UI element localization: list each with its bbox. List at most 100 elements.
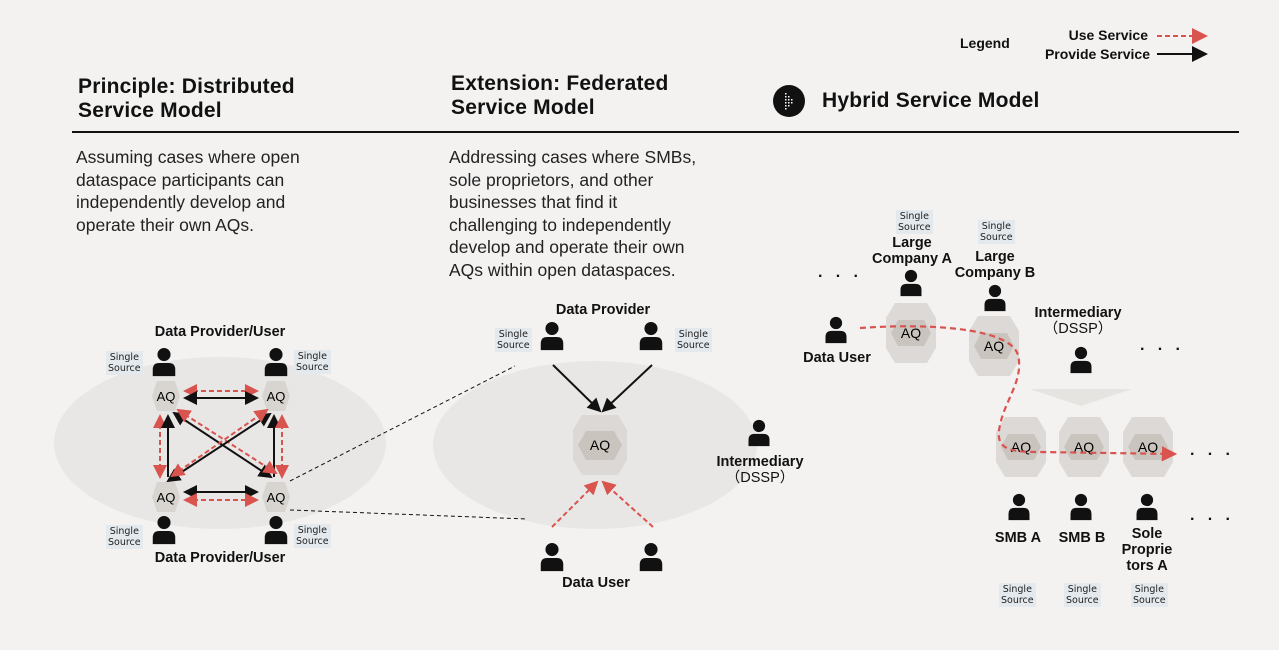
label-line: Proprie	[1121, 542, 1173, 558]
badge-line: Source	[108, 363, 141, 374]
use-service-path	[859, 325, 1178, 462]
badge-line: Single	[678, 329, 708, 340]
description-line: Assuming cases where open	[76, 147, 300, 167]
legend-arrows	[1157, 28, 1208, 62]
badge-line: Source	[1001, 595, 1034, 606]
aq-label: AQ	[157, 389, 176, 404]
aq-label: AQ	[1011, 439, 1031, 455]
badge-line: Source	[1133, 595, 1166, 606]
ellipsis: · · ·	[1190, 446, 1235, 463]
distributed-arrows	[153, 384, 289, 507]
badge-line: Source	[980, 232, 1013, 243]
description-line: challenging to independently	[449, 214, 671, 235]
badge-line: Single	[498, 329, 528, 340]
badge-line: Single	[297, 351, 327, 362]
use-service-arrow	[170, 408, 269, 478]
title-line: Extension: Federated	[451, 72, 669, 95]
badge-line: Single	[109, 352, 139, 363]
person-icon	[639, 542, 663, 572]
use-service-arrow	[601, 480, 654, 528]
description-line: operate their own AQs.	[76, 214, 255, 235]
person-icon	[1008, 493, 1030, 521]
label-sole-proprietors-a: Sole Proprie tors A	[1112, 526, 1182, 574]
aq-label: AQ	[267, 490, 286, 505]
label-line: （DSSP）	[725, 470, 795, 486]
aq-label: AQ	[267, 389, 286, 404]
label-line: Company A	[871, 251, 953, 267]
ellipsis: · · ·	[1140, 341, 1185, 358]
section-hybrid-title: Hybrid Service Model	[822, 89, 1040, 112]
aq-label: AQ	[590, 437, 610, 453]
aq-node: AQ	[152, 482, 180, 512]
badge-line: Source	[296, 362, 329, 373]
aq-label: AQ	[1074, 439, 1094, 455]
label-smb-b: SMB B	[1058, 530, 1106, 546]
label-data-provider-user-top: Data Provider/User	[154, 324, 286, 340]
badge-line: Single	[981, 221, 1011, 232]
badge-line: Source	[296, 536, 329, 547]
person-icon	[900, 269, 922, 297]
person-icon	[984, 284, 1006, 312]
title-line: Principle: Distributed	[78, 75, 295, 98]
section-federated-description: Addressing cases where SMBs, sole propri…	[449, 146, 696, 281]
provide-service-arrow	[552, 364, 602, 413]
badge-line: Single	[1134, 584, 1164, 595]
label-line: Large	[975, 249, 1015, 265]
person-icon	[540, 542, 564, 572]
badge-line: Source	[677, 340, 710, 351]
funnel-shape	[1030, 389, 1132, 406]
label-line: Large	[892, 235, 932, 251]
header-divider	[72, 131, 1239, 133]
title-line: Service Model	[451, 96, 595, 119]
label-large-company-b: Large Company B	[945, 249, 1045, 281]
description-line: Addressing cases where SMBs,	[449, 147, 697, 167]
section-federated-title: Extension: Federated Service Model	[451, 72, 669, 120]
person-icon	[1070, 346, 1092, 374]
label-line: Intermediary	[716, 454, 804, 470]
badge-line: Single	[1067, 584, 1097, 595]
ellipsis: · · ·	[818, 268, 863, 285]
badge-line: Source	[497, 340, 530, 351]
badge-line: Single	[109, 526, 139, 537]
description-line: develop and operate their own	[449, 237, 685, 257]
ellipsis: · · ·	[1190, 511, 1235, 528]
aq-label: AQ	[1138, 439, 1158, 455]
description-line: independently develop and	[76, 192, 286, 212]
play-circle-icon	[773, 85, 805, 117]
section-distributed-description: Assuming cases where open dataspace part…	[76, 146, 300, 236]
aq-stack-node: AQ	[1123, 417, 1173, 477]
person-icon	[1136, 493, 1158, 521]
person-icon	[540, 321, 564, 351]
provide-service-arrow	[601, 364, 653, 413]
zoom-connector-line	[289, 365, 516, 482]
description-line: sole proprietors, and other	[449, 169, 654, 190]
badge-line: Source	[898, 222, 931, 233]
label-line: （DSSP）	[1043, 321, 1113, 337]
aq-stack-node: AQ	[886, 303, 936, 363]
label-large-company-a: Large Company A	[862, 235, 962, 267]
aq-stack-node: AQ	[1059, 417, 1109, 477]
badge-line: Source	[108, 537, 141, 548]
aq-label: AQ	[901, 325, 921, 341]
badge-line: Single	[1002, 584, 1032, 595]
legend-title: Legend	[960, 35, 1010, 51]
label-data-user: Data User	[562, 575, 630, 591]
aq-label: AQ	[157, 490, 176, 505]
label-smb-a: SMB A	[994, 530, 1042, 546]
legend-use-service-label: Use Service	[1068, 27, 1148, 43]
label-line: Intermediary	[1034, 305, 1122, 321]
aq-node: AQ	[262, 482, 290, 512]
aq-node: AQ	[262, 381, 290, 411]
person-icon	[825, 316, 847, 344]
zoom-connector-line	[289, 509, 528, 520]
